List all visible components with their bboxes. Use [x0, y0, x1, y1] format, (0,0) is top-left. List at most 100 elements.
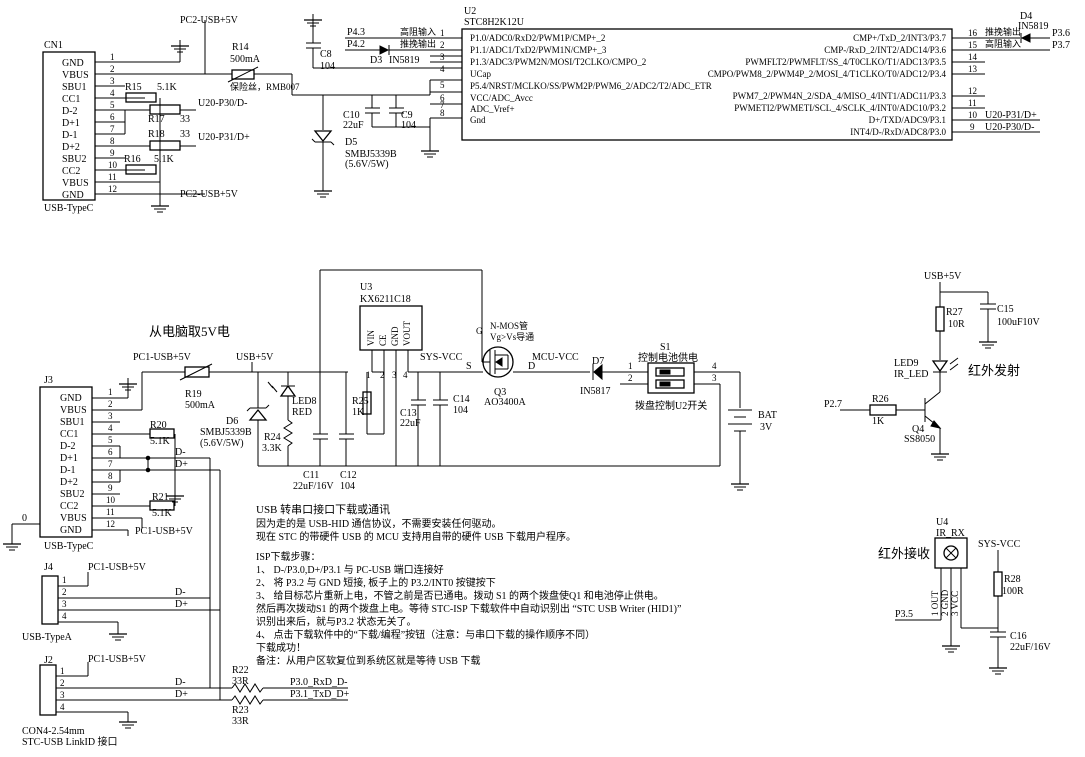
p37-net: P3.7 — [1052, 40, 1070, 51]
cn1-pin-name: SBU2 — [62, 154, 86, 165]
mcu-left-pin-num: 1 — [440, 28, 445, 38]
cn1-pin-num: 8 — [110, 136, 115, 146]
j4-pin2: 2 — [62, 587, 67, 597]
cn1-caption: USB-TypeC — [44, 203, 94, 214]
cn1-net-bottom: PC2-USB+5V — [180, 189, 239, 200]
mcu-left-pin-num: 3 — [440, 52, 445, 62]
d4-value: IN5819 — [1018, 21, 1049, 32]
cn1-pin-num: 10 — [108, 160, 118, 170]
p36-note: 高阻输入 — [985, 38, 1021, 49]
u3-pin-vout: VOUT — [402, 321, 412, 346]
j3-pin-num: 4 — [108, 423, 113, 433]
j2-d-minus: D- — [175, 677, 186, 688]
c10-value: 22uF — [343, 120, 364, 131]
mcu-left-pin-name: Gnd — [470, 115, 486, 125]
cn1-net-dminus: U20-P30/D- — [198, 98, 247, 109]
power-rail: R19 500mA USB+5V D6 SMBJ5339B (5.6V/5W) … — [179, 269, 720, 492]
j3-pin-num: 2 — [108, 399, 113, 409]
mcu-left-pin-num: 6 — [440, 93, 445, 103]
j3-pin-name: SBU1 — [60, 417, 84, 428]
cn1-pin-num: 7 — [110, 124, 115, 134]
mcu-right-pin-name: PWMFLT2/PWMFLT/SS_4/T0CLKO/T1/ADC13/P3.5 — [745, 57, 946, 67]
j2-connector: J2 CON4-2.54mm STC-USB LinkID 接口 1 2 3 4… — [22, 654, 350, 748]
c12-ref: C12 — [340, 470, 357, 481]
mcu-left-pin-num: 7 — [440, 100, 445, 110]
u3-part: KX6211C18 — [360, 294, 411, 305]
j4-ref: J4 — [44, 562, 53, 573]
cn1-pin-num: 9 — [110, 148, 115, 158]
p31-net: U20-P31/D+ — [985, 110, 1037, 121]
j3-heading: 从电脑取5V电 — [149, 324, 230, 339]
r21-value: 5.1K — [152, 508, 173, 519]
c8-ref: C8 — [320, 49, 332, 60]
p37-note: 推挽输出 — [985, 26, 1021, 37]
q4-value: SS8050 — [904, 434, 935, 445]
cn1-pin-name: SBU1 — [62, 82, 86, 93]
r14-value: 500mA — [230, 54, 261, 65]
cn1-net-top: PC2-USB+5V — [180, 15, 239, 26]
r28-value: 100R — [1002, 586, 1024, 597]
d6-value: SMBJ5339B — [200, 427, 252, 438]
j2-pin4: 4 — [60, 702, 65, 712]
j3-pin-num: 6 — [108, 447, 113, 457]
c14-ref: C14 — [453, 394, 470, 405]
p43-note: 高阻输入 — [400, 26, 436, 37]
q4-ref: Q4 — [912, 424, 924, 435]
u3-pin3: 3 — [392, 370, 397, 380]
mcu-vcc-net: MCU-VCC — [532, 352, 579, 363]
cn1-pin-name: GND — [62, 58, 84, 69]
u3-pin-ce: CE — [378, 334, 388, 346]
top-left-resistors: R15 5.1K R17 33 U20-P30/D- R18 33 U20-P3… — [124, 82, 250, 175]
cn1-pin-name: D-2 — [62, 106, 78, 117]
j3-pin-name: D+2 — [60, 477, 78, 488]
j3-ref: J3 — [44, 375, 53, 386]
cn1-pin-name: CC2 — [62, 166, 80, 177]
j2-pin3: 3 — [60, 690, 65, 700]
j3-pin-name: CC2 — [60, 501, 78, 512]
c15-ref: C15 — [997, 304, 1014, 315]
j3-pin-name: SBU2 — [60, 489, 84, 500]
cn1-pin-num: 1 — [110, 52, 115, 62]
s1-caption: 拨盘控制U2开关 — [635, 399, 707, 412]
j3-pin-name: CC1 — [60, 429, 78, 440]
q3-s-label: S — [466, 361, 472, 372]
r24-ref: R24 — [264, 432, 281, 443]
j3-pin-num: 11 — [106, 507, 115, 517]
cn1-pin-name: D-1 — [62, 130, 78, 141]
r20-value: 5.1K — [150, 436, 171, 447]
s1-pin4: 4 — [712, 361, 717, 371]
mcu-left-pin-num: 5 — [440, 80, 445, 90]
c10-ref: C10 — [343, 110, 360, 121]
cn1-pin-name: GND — [62, 190, 84, 201]
r20-ref: R20 — [150, 420, 167, 431]
ir-receiver: U4 IR_RX 红外接收 1 OUT 2 GND 3 VCC P3.5 SYS… — [878, 517, 1051, 675]
c13-ref: C13 — [400, 408, 417, 419]
r23-value: 33R — [232, 716, 249, 727]
r19-value: 500mA — [185, 400, 216, 411]
s1-ref: S1 — [660, 342, 671, 353]
ir-tx-net-in: P2.7 — [824, 399, 842, 410]
mcu-left-pin-name: P1.0/ADC0/RxD2/PWM1P/CMP+_2 — [470, 33, 605, 43]
r17-ref: R17 — [148, 114, 165, 125]
s1-pin2: 2 — [628, 373, 633, 383]
q3-note2: Vg>Vs导通 — [490, 332, 534, 342]
ir-rx-net-out: P3.5 — [895, 609, 913, 620]
led8-ref: LED8 — [292, 396, 316, 407]
j3-caption: USB-TypeC — [44, 541, 94, 552]
j2-net-txd: P3.1_TxD_D+ — [290, 689, 350, 700]
r26-value: 1K — [872, 416, 885, 427]
mcu-right-pin-num: 14 — [968, 52, 978, 62]
q3-g-label: G — [476, 326, 483, 336]
bat-value: 3V — [760, 422, 773, 433]
c14-value: 104 — [453, 405, 468, 416]
j3-zero-label: 0 — [22, 513, 27, 524]
j3-pin-num: 3 — [108, 411, 113, 421]
cn1-pin-name: D+2 — [62, 142, 80, 153]
bat-ref: BAT — [758, 410, 777, 421]
r25-value: 1K — [352, 407, 365, 418]
cn1-pin-num: 11 — [108, 172, 117, 182]
u3-pin-gnd: GND — [390, 326, 400, 346]
mcu-left-pin-num: 8 — [440, 108, 445, 118]
p42-note: 推挽输出 — [400, 38, 436, 49]
cn1-pin-num: 2 — [110, 64, 115, 74]
